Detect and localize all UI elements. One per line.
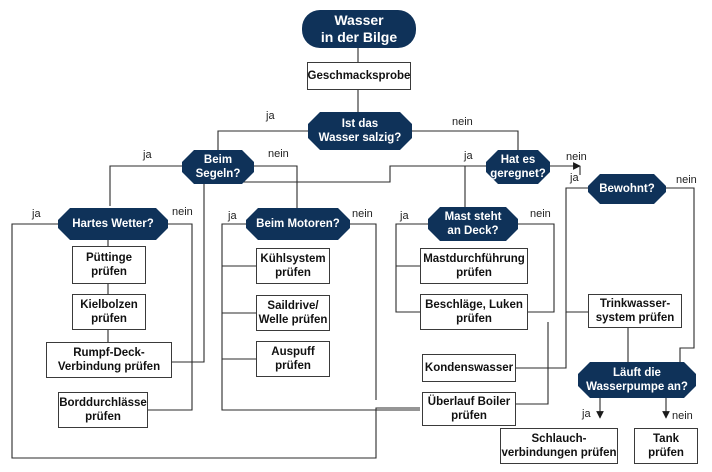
decision-inhabited: Bewohnt?	[588, 174, 666, 204]
yes-label: ja	[464, 150, 473, 162]
no-label: nein	[172, 206, 193, 218]
check-saildrive-shaft-box: Saildrive/ Welle prüfen	[256, 295, 330, 331]
decision-motoring: Beim Motoren?	[246, 208, 350, 240]
decision-water-pump: Läuft die Wasserpumpe an?	[578, 362, 696, 398]
taste-test-box: Geschmacksprobe	[307, 62, 411, 90]
connector-line	[516, 312, 567, 369]
condensation-box: Kondenswasser	[422, 354, 516, 382]
check-fittings-hatches-box: Beschläge, Luken prüfen	[420, 294, 528, 330]
yes-label: ja	[400, 210, 409, 222]
start-node: Wasser in der Bilge	[302, 10, 416, 48]
yes-label: ja	[143, 149, 152, 161]
decision-sailing: Beim Segeln?	[182, 150, 254, 184]
no-label: nein	[672, 410, 693, 422]
decision-mast-on-deck: Mast steht an Deck?	[428, 207, 518, 241]
connector-line	[148, 220, 193, 411]
check-cooling-system-box: Kühlsystem prüfen	[256, 248, 330, 284]
no-label: nein	[352, 208, 373, 220]
yes-label: ja	[32, 208, 41, 220]
yes-label: ja	[228, 210, 237, 222]
check-through-hulls-box: Borddurchlässe prüfen	[58, 392, 148, 428]
connector-line	[405, 127, 519, 150]
connector-line	[221, 220, 420, 411]
decision-rained: Hat es geregnet?	[486, 150, 550, 184]
connector-line	[511, 220, 555, 313]
check-boiler-overflow-box: Überlauf Boiler prüfen	[422, 392, 516, 426]
connector-line	[172, 165, 465, 363]
no-label: nein	[676, 174, 697, 186]
check-keel-bolts-box: Kielbolzen prüfen	[72, 294, 146, 330]
connector-line	[343, 220, 377, 400]
check-chainplates-box: Püttinge prüfen	[72, 246, 146, 284]
check-mast-step-box: Mastdurchführung prüfen	[420, 248, 528, 284]
no-label: nein	[268, 148, 289, 160]
connector-line	[254, 165, 298, 208]
yes-label: ja	[582, 408, 591, 420]
connector-line	[516, 322, 549, 405]
connector-line	[565, 184, 595, 313]
connector-line	[659, 184, 695, 370]
decision-salty: Ist das Wasser salzig?	[308, 112, 412, 150]
check-tank-box: Tank prüfen	[634, 428, 698, 464]
connector-line	[11, 220, 420, 459]
connector-line	[464, 162, 493, 207]
connector-line	[395, 220, 435, 313]
no-label: nein	[566, 151, 587, 163]
check-hose-connections-box: Schlauch- verbindungen prüfen	[500, 428, 618, 464]
yes-label: ja	[266, 110, 275, 122]
no-label: nein	[530, 208, 551, 220]
check-exhaust-box: Auspuff prüfen	[256, 341, 330, 377]
connector-line	[217, 127, 315, 150]
decision-rough-weather: Hartes Wetter?	[58, 208, 168, 240]
check-hull-deck-joint-box: Rumpf-Deck- Verbindung prüfen	[46, 342, 172, 378]
connector-line	[109, 165, 182, 206]
no-label: nein	[452, 116, 473, 128]
yes-label: ja	[570, 172, 579, 184]
check-freshwater-system-box: Trinkwasser- system prüfen	[588, 294, 682, 328]
